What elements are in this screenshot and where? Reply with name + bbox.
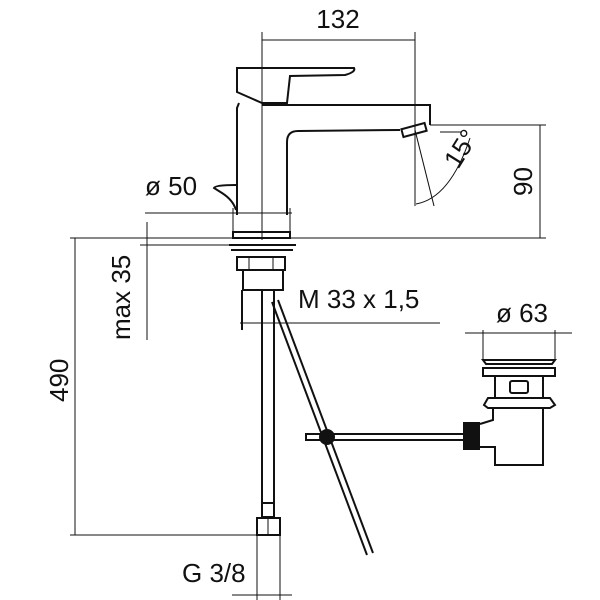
mounting-assembly <box>229 231 296 536</box>
faucet-body <box>212 67 431 215</box>
dim-490-label: 490 <box>44 359 74 402</box>
connection-label: G 3/8 <box>182 558 246 588</box>
dim-63-label: ø 63 <box>496 298 548 328</box>
thread-label: M 33 x 1,5 <box>298 284 419 314</box>
dim-15-label: 15° <box>438 124 484 173</box>
dimension-diameter-50: ø 50 <box>145 171 292 232</box>
dimension-thread: M 33 x 1,5 <box>240 284 440 324</box>
dim-max35-label: max 35 <box>106 255 136 340</box>
pop-up-waste: ø 63 <box>465 298 572 466</box>
linkage-rod <box>305 422 480 450</box>
dimension-132: 132 <box>261 4 416 240</box>
dimension-15-degrees: 15° <box>414 124 484 207</box>
dimension-90: 90 <box>430 124 546 238</box>
dimension-490: 490 <box>44 237 257 536</box>
dim-50-label: ø 50 <box>145 171 197 201</box>
dimension-connection: G 3/8 <box>182 535 292 600</box>
dim-132-label: 132 <box>316 4 359 34</box>
dimension-max-35: max 35 <box>106 222 230 340</box>
pull-rod <box>271 299 374 556</box>
dim-90-label: 90 <box>508 167 538 196</box>
